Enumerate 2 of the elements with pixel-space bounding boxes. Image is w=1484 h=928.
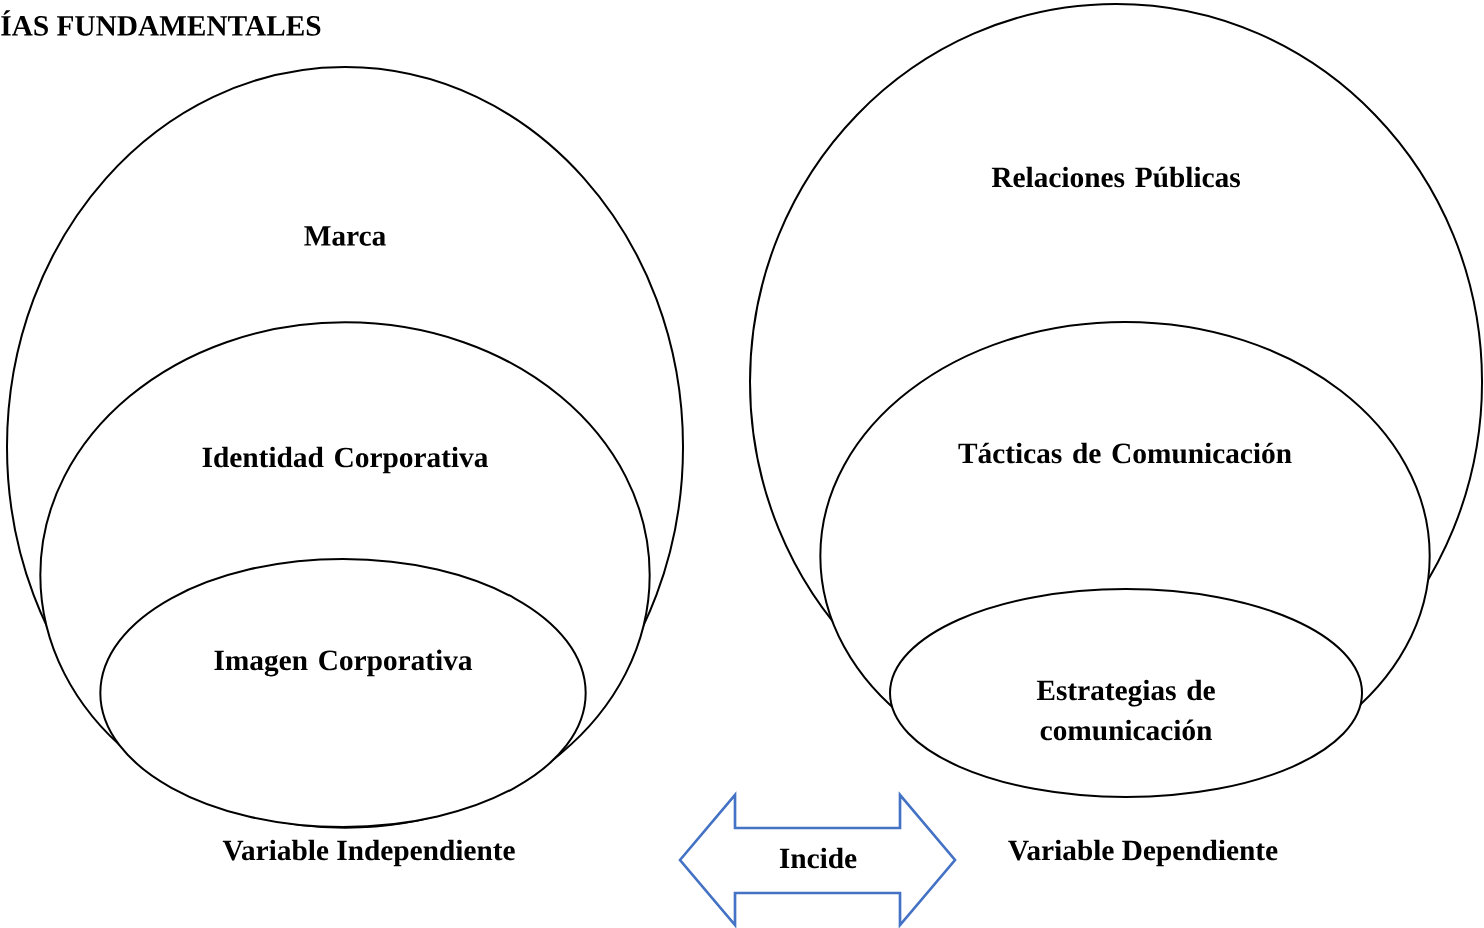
title: ÍAS FUNDAMENTALES xyxy=(1,10,321,36)
variable-label: Variable Dependiente xyxy=(1008,839,1278,867)
